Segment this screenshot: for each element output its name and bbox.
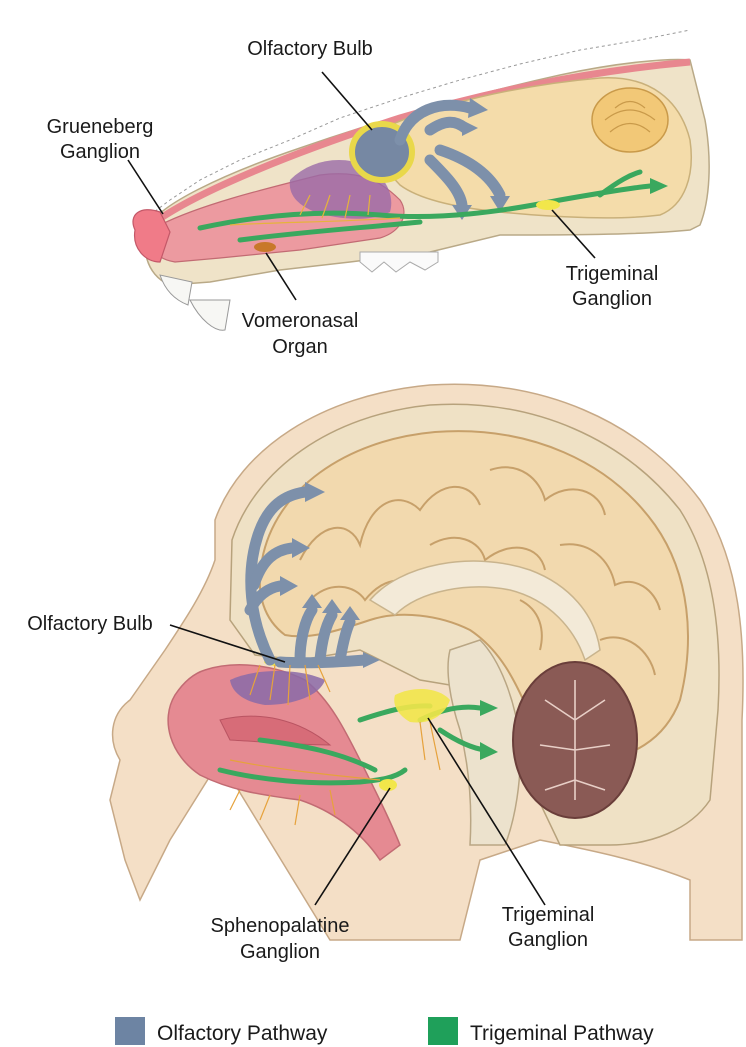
- legend-trigeminal-swatch: [428, 1017, 458, 1045]
- rodent-trigeminal-ganglion: [536, 200, 560, 210]
- human-sphenopalatine-ganglion: [379, 779, 397, 791]
- grueneberg-label-line2: Ganglion: [60, 141, 140, 163]
- human-olfactory-bulb-label: Olfactory Bulb: [27, 613, 153, 635]
- legend: Olfactory Pathway Trigeminal Pathway: [115, 1017, 654, 1045]
- grueneberg-label-line1: Grueneberg: [47, 116, 154, 138]
- legend-olfactory-swatch: [115, 1017, 145, 1045]
- rodent-molars: [360, 252, 438, 272]
- sphenopalatine-label-line2: Ganglion: [240, 941, 320, 963]
- rodent-lower-incisor: [190, 300, 230, 330]
- rodent-cerebellum: [592, 88, 668, 152]
- sphenopalatine-label-line1: Sphenopalatine: [210, 915, 349, 937]
- rodent-vomeronasal-organ: [254, 242, 276, 252]
- human-trigeminal-label-line1: Trigeminal: [502, 904, 595, 926]
- rodent-olfactory-bulb-leader: [322, 72, 372, 130]
- rodent-head-illustration: [133, 30, 709, 330]
- rodent-olfactory-bulb-label: Olfactory Bulb: [247, 38, 373, 60]
- vomeronasal-label-line1: Vomeronasal: [242, 310, 359, 332]
- vomeronasal-label-line2: Organ: [272, 336, 328, 358]
- rodent-trigeminal-label-line2: Ganglion: [572, 288, 652, 310]
- human-head-illustration: [110, 384, 743, 940]
- grueneberg-leader: [128, 160, 163, 214]
- rodent-trigeminal-label-line1: Trigeminal: [566, 263, 659, 285]
- legend-trigeminal-label: Trigeminal Pathway: [470, 1022, 654, 1045]
- human-trigeminal-label-line2: Ganglion: [508, 929, 588, 951]
- legend-olfactory-label: Olfactory Pathway: [157, 1022, 328, 1045]
